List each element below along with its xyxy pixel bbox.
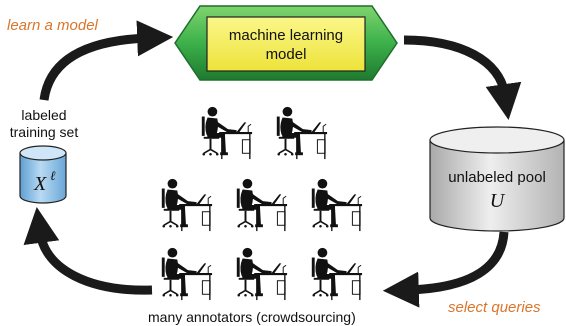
annotator-at-desk-icon	[276, 106, 328, 160]
unlabeled-pool-label: unlabeled pool	[448, 169, 546, 186]
arrow-to-annotators	[382, 231, 509, 308]
arrow-to-labeled-set	[23, 207, 153, 295]
labeled-set-label-line2: training set	[10, 124, 79, 140]
labeled-set-label-line1: labeled	[21, 107, 66, 123]
learn-a-model-caption: learn a model	[7, 17, 99, 34]
annotator-at-desk-icon	[201, 106, 253, 160]
labeled-training-set-cylinder: X ℓ	[19, 145, 67, 204]
machine-learning-model-node: machine learning model	[174, 5, 398, 81]
annotator-at-desk-icon	[311, 178, 363, 232]
annotator-at-desk-icon	[161, 247, 213, 301]
select-queries-caption: select queries	[448, 299, 541, 316]
unlabeled-pool-symbol: U	[490, 190, 506, 212]
annotators-group	[161, 106, 363, 301]
annotator-at-desk-icon	[311, 247, 363, 301]
annotator-at-desk-icon	[161, 178, 213, 232]
model-label-line2: model	[266, 46, 307, 63]
arrow-to-model	[39, 20, 174, 101]
unlabeled-pool-cylinder: unlabeled pool U	[429, 126, 565, 232]
labeled-set-superscript: ℓ	[50, 168, 56, 183]
annotator-at-desk-icon	[236, 178, 288, 232]
model-label-line1: machine learning	[229, 27, 343, 44]
annotator-at-desk-icon	[236, 247, 288, 301]
annotators-caption: many annotators (crowdsourcing)	[148, 309, 356, 325]
labeled-set-symbol: X	[33, 173, 47, 195]
arrow-to-pool	[403, 35, 522, 120]
